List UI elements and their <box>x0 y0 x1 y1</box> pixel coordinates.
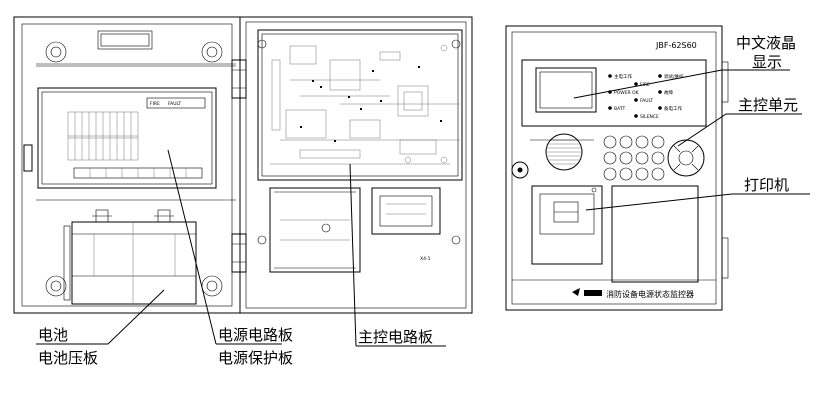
brand-name: 消防设备电源状态监控器 <box>606 289 694 299</box>
label-printer: 打印机 <box>744 176 789 194</box>
label-battery-plate: 电池压板 <box>38 349 98 367</box>
front-printer <box>531 185 603 265</box>
svg-text:POWER OK: POWER OK <box>614 90 640 96</box>
screw-boss-tl <box>45 41 67 63</box>
svg-text:主电工作: 主电工作 <box>614 73 632 80</box>
model-number: JBF-62S60 <box>655 41 697 50</box>
svg-text:BATT: BATT <box>614 106 625 112</box>
svg-text:故障: 故障 <box>664 89 673 96</box>
battery-pack <box>71 209 197 305</box>
right-leader-lines <box>573 69 810 211</box>
left-leader-lines <box>36 149 446 347</box>
power-circuit-board: FIRE FAULT <box>37 87 217 189</box>
lcd-screen <box>535 67 597 113</box>
screw-boss-tr <box>201 41 223 63</box>
screw-boss-bl <box>45 275 67 297</box>
screw-boss-br <box>201 275 223 297</box>
right-panel-outline <box>239 16 473 314</box>
open-cabinet-drawing: FIRE FAULT <box>13 16 473 314</box>
front-view-drawing: JBF-62S60 主电工作 POWER OK BATT FIRE FAULT … <box>505 25 729 311</box>
hinge-bottom <box>231 233 247 273</box>
left-door-outline <box>13 16 241 314</box>
svg-text:SILENCE: SILENCE <box>640 114 659 120</box>
label-power-board: 电源电路板 <box>218 326 293 344</box>
printer-housing <box>269 187 361 273</box>
front-cabinet-outline <box>505 25 723 311</box>
svg-text:FIRE: FIRE <box>150 101 160 107</box>
front-blank-panel <box>611 185 699 283</box>
brand-logo <box>572 288 602 296</box>
svg-text:X4-1: X4-1 <box>420 256 431 262</box>
svg-text:FAULT: FAULT <box>168 101 181 107</box>
svg-text:备电工作: 备电工作 <box>664 105 682 112</box>
top-vent-slot <box>97 30 153 50</box>
printer-mechanism <box>371 187 441 235</box>
side-latch <box>23 144 33 172</box>
label-power-protect-board: 电源保护板 <box>218 349 293 367</box>
label-lcd-line2: 显示 <box>752 53 782 71</box>
key-lock <box>511 161 529 179</box>
battery-press-plate <box>63 225 71 301</box>
main-control-board <box>257 29 463 181</box>
speaker-grille <box>545 133 583 171</box>
status-led-grid: 主电工作 POWER OK BATT FIRE FAULT 调试/维护 故障 备… <box>608 73 684 120</box>
keypad <box>603 135 665 181</box>
display-panel: 主电工作 POWER OK BATT FIRE FAULT 调试/维护 故障 备… <box>521 59 707 127</box>
label-lcd-line1: 中文液晶 <box>736 34 796 52</box>
label-battery: 电池 <box>38 326 68 344</box>
label-main-unit: 主控单元 <box>738 96 798 114</box>
panel-screws <box>257 39 461 245</box>
svg-text:调试/维护: 调试/维护 <box>664 73 684 80</box>
label-main-board: 主控电路板 <box>358 328 433 346</box>
svg-text:FAULT: FAULT <box>640 98 653 104</box>
power-board-tag-box <box>146 97 206 109</box>
direction-pad <box>667 139 705 177</box>
